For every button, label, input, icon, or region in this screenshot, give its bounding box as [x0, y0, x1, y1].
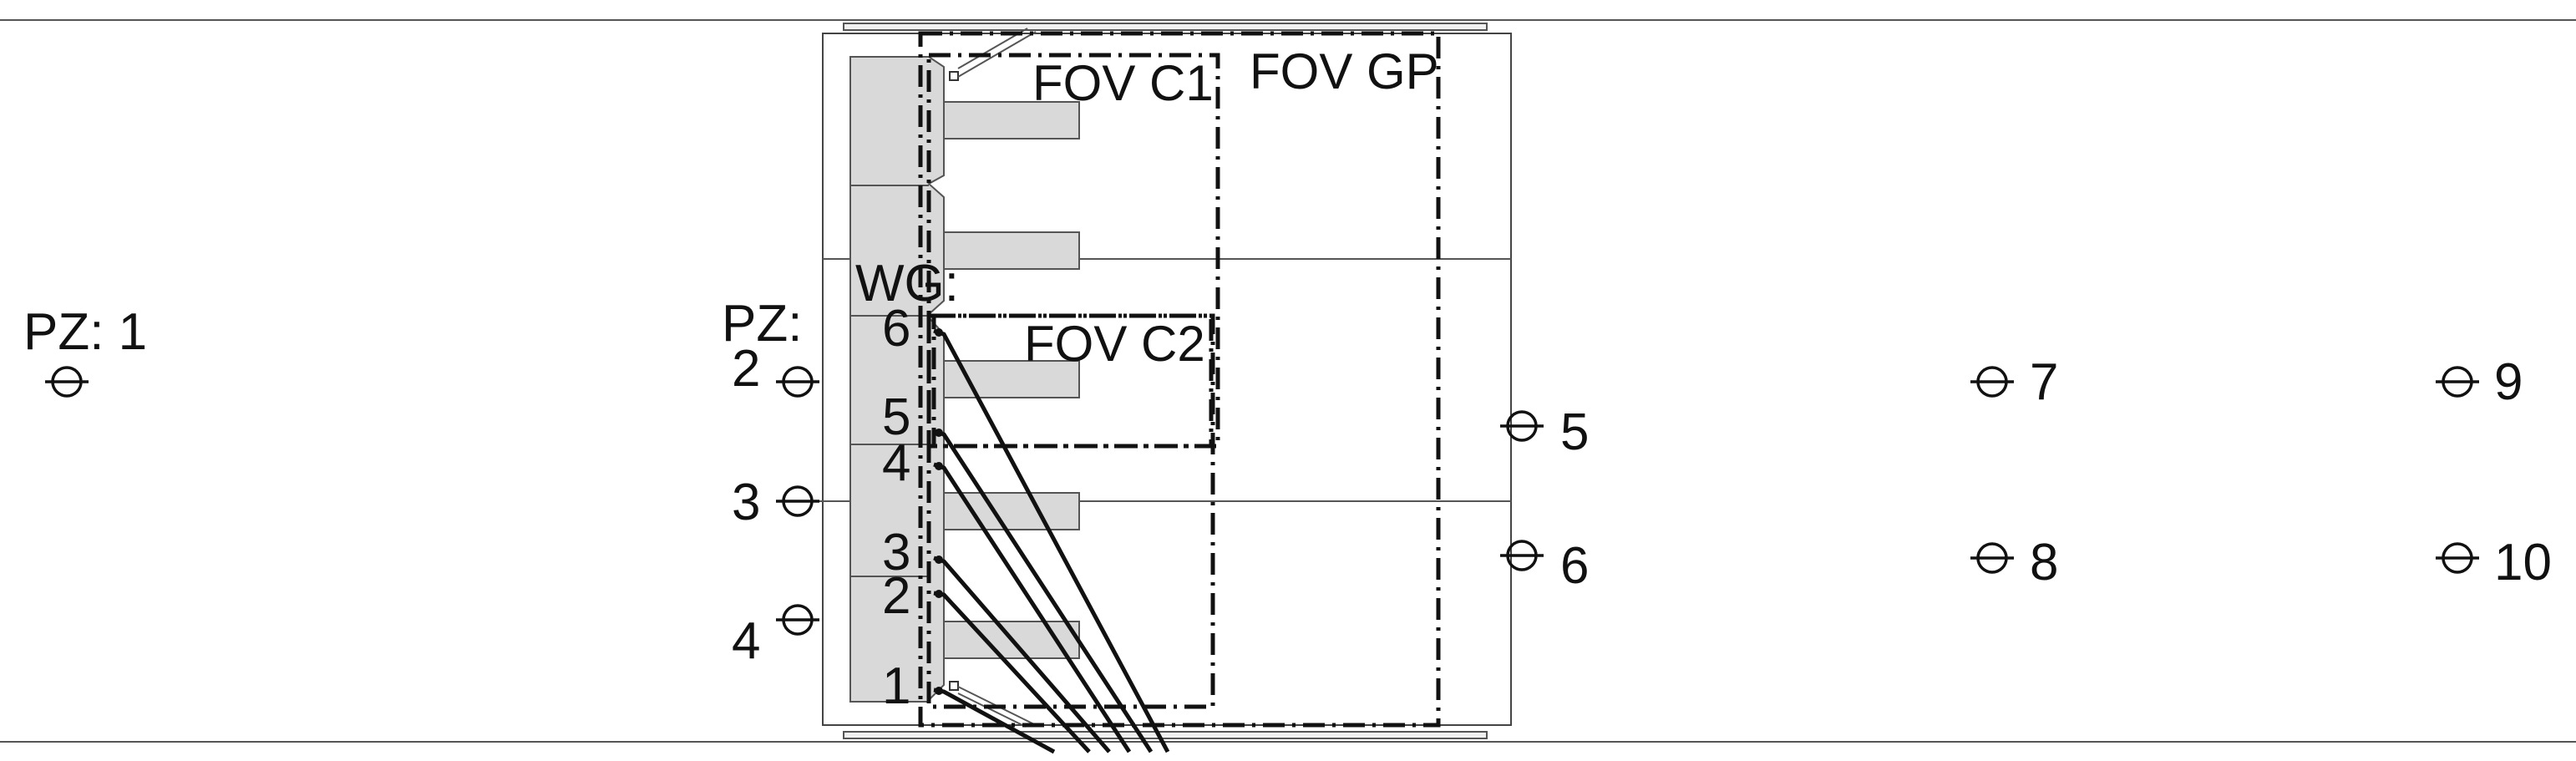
pz-marker-icon	[2436, 542, 2479, 574]
pz-marker-icon	[1970, 366, 2014, 398]
pz-number-label: 4	[732, 612, 760, 670]
pz-number-label: 5	[1560, 403, 1589, 461]
waveguide-arm	[943, 101, 1080, 140]
fov-gp-label: FOV GP	[1250, 43, 1439, 99]
pz-marker-icon	[1500, 410, 1544, 442]
fov-gp-box	[918, 31, 1441, 728]
wg-number-label: 5	[882, 388, 910, 446]
pz-marker-icon	[776, 366, 819, 398]
wg-port-5	[935, 429, 943, 437]
pz-number-label: 8	[2030, 534, 2058, 591]
pz-marker-icon	[1500, 540, 1544, 571]
wg-number-label: 2	[882, 567, 910, 625]
pz-marker-icon	[776, 604, 819, 636]
wg-port-6	[935, 328, 943, 337]
pz-chip-label: PZ:	[722, 295, 802, 353]
pz-number-label: 2	[732, 340, 760, 398]
pz-marker-icon	[2436, 366, 2479, 398]
fov-c1-box	[926, 53, 1220, 449]
wg-port-4	[935, 462, 943, 470]
alignment-mark-top	[949, 71, 959, 81]
pz-number-label: 9	[2494, 353, 2523, 411]
pz-number-label: 6	[1560, 537, 1589, 595]
wg-port-1	[935, 687, 943, 695]
wg-number-label: 6	[882, 300, 910, 358]
alignment-mark-bottom-line2	[957, 693, 1027, 728]
top-rail	[843, 23, 1488, 31]
pz-marker-icon	[776, 485, 819, 517]
alignment-mark-bottom	[949, 681, 959, 691]
fov-c1-label: FOV C1	[1032, 55, 1214, 111]
fov-c2-box	[931, 313, 1214, 449]
wg-number-label: 1	[882, 657, 910, 715]
wg-label: WG:	[855, 255, 959, 312]
pz-number-label: 10	[2494, 534, 2552, 591]
waveguide-arm	[943, 231, 1080, 270]
bottom-rail	[843, 731, 1488, 739]
wg-number-label: 4	[882, 434, 910, 492]
fov-c2-label: FOV C2	[1024, 316, 1205, 372]
pz-marker-icon	[1970, 542, 2014, 574]
wg-number-label: 3	[882, 524, 910, 581]
pz-number-label: 7	[2030, 353, 2058, 411]
alignment-mark-top-line	[957, 31, 1037, 78]
wg-port-3	[935, 556, 943, 564]
pz-marker-icon	[45, 366, 89, 398]
pz-left-label: PZ: 1	[23, 303, 147, 361]
pz-number-label: 3	[732, 474, 760, 531]
wg-port-2	[935, 590, 943, 598]
